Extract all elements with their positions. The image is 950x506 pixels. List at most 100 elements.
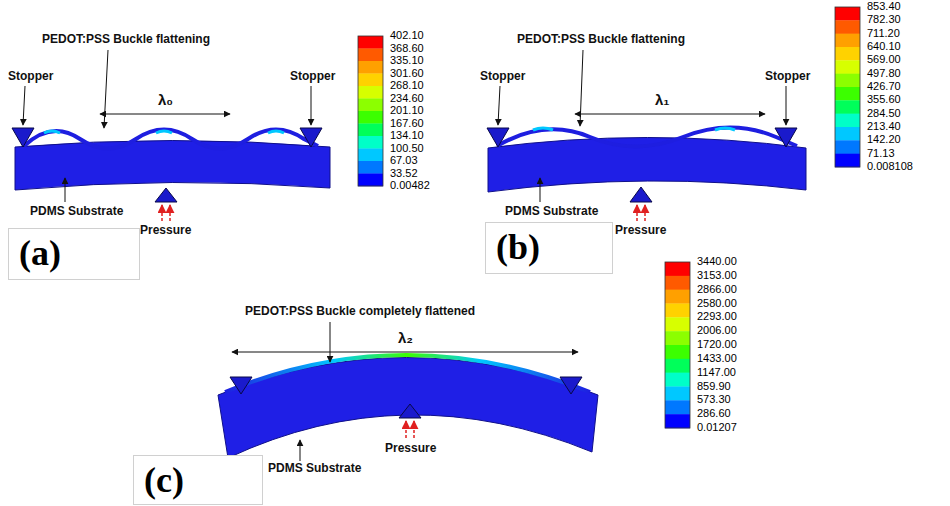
stopper-symbol (487, 128, 509, 147)
part-label: Stopper (765, 70, 810, 83)
wavelength-arrow (575, 114, 765, 115)
scale-band (665, 414, 690, 428)
scale-band (358, 161, 383, 174)
scale-value: 71.13 (867, 147, 895, 159)
scale-band (665, 359, 690, 373)
stopper-symbol (560, 377, 582, 394)
scale-frame (358, 36, 383, 186)
scale-value: 2866.00 (697, 283, 737, 295)
scale-band (358, 49, 383, 62)
scale-band (358, 124, 383, 137)
pressure-arrow (413, 421, 415, 438)
scale-band (665, 304, 690, 318)
film-stress (44, 131, 284, 133)
leader-line (65, 178, 66, 202)
scale-value: 569.00 (867, 53, 901, 65)
scale-value: 2580.00 (697, 297, 737, 309)
scale-band (665, 387, 690, 401)
part-label: Pressure (385, 442, 436, 455)
part-label: Pressure (615, 224, 666, 237)
scale-band (665, 345, 690, 359)
scale-band (835, 20, 860, 34)
scale-value: 142.20 (867, 133, 901, 145)
panel-c (218, 262, 690, 461)
pdms-substrate (15, 141, 330, 191)
scale-band (835, 100, 860, 114)
scale-value: 497.80 (867, 67, 901, 79)
scale-value: 426.70 (867, 80, 901, 92)
scale-value: 640.10 (867, 40, 901, 52)
scale-band (835, 114, 860, 128)
scale-band (835, 74, 860, 88)
panel-a (12, 36, 383, 221)
panel-letter: (b) (486, 223, 612, 271)
scale-band (358, 86, 383, 99)
pressure-support (630, 187, 652, 202)
pressure-support (155, 188, 177, 202)
stopper-symbol (230, 377, 252, 394)
scale-frame (665, 262, 690, 428)
scale-band (835, 60, 860, 74)
pressure-arrow (169, 205, 171, 221)
color-scale (665, 262, 690, 428)
part-label: PDMS Substrate (268, 462, 361, 475)
pressure-arrow (405, 421, 407, 438)
scale-band (835, 87, 860, 101)
leader-line (330, 322, 331, 362)
scale-band (835, 154, 860, 168)
scale-value: 33.52 (390, 167, 418, 179)
scale-value: 134.10 (390, 129, 424, 141)
scale-band (358, 136, 383, 149)
scale-value: 1720.00 (697, 338, 737, 350)
leader-line (104, 50, 108, 128)
part-label: PEDOT:PSS Buckle completely flattened (245, 305, 475, 318)
leader-line (23, 86, 25, 125)
part-label: Stopper (480, 70, 525, 83)
part-label: λ₁ (655, 92, 670, 109)
scale-band (358, 111, 383, 124)
scale-value: 0.00482 (390, 179, 430, 191)
scale-band (835, 47, 860, 61)
film-stress (533, 128, 735, 130)
wavelength-arrow (100, 114, 230, 115)
scale-value: 100.50 (390, 142, 424, 154)
scale-value: 573.30 (697, 393, 731, 405)
scale-band (835, 127, 860, 141)
scale-value: 859.90 (697, 380, 731, 392)
scale-value: 402.10 (390, 29, 424, 41)
scale-band (665, 331, 690, 345)
scale-band (358, 99, 383, 112)
scale-band (665, 400, 690, 414)
panel-label-box: (b) (485, 222, 613, 274)
scale-value: 0.01207 (697, 421, 737, 433)
pressure-arrow (636, 205, 638, 221)
part-label: λ₂ (398, 330, 413, 347)
scale-value: 3440.00 (697, 255, 737, 267)
pressure-support (399, 404, 421, 418)
part-label: PEDOT:PSS Buckle flattening (517, 33, 685, 46)
scale-value: 3153.00 (697, 269, 737, 281)
scale-band (835, 140, 860, 154)
scale-band (358, 149, 383, 162)
stopper-symbol (300, 128, 322, 147)
leader-line (498, 86, 500, 125)
part-label: Stopper (8, 70, 53, 83)
scale-band (835, 34, 860, 48)
scale-value: 2006.00 (697, 324, 737, 336)
panel-label-box: (a) (8, 228, 140, 280)
panel-b (487, 7, 860, 221)
scale-value: 853.40 (867, 0, 901, 12)
stopper-symbol (775, 128, 797, 147)
scale-value: 234.60 (390, 92, 424, 104)
scale-value: 782.30 (867, 13, 901, 25)
panel-letter: (a) (9, 229, 139, 277)
pressure-arrow (644, 205, 646, 221)
panel-letter: (c) (134, 456, 262, 504)
scale-value: 201.10 (390, 104, 424, 116)
scale-value: 268.10 (390, 79, 424, 91)
scale-value: 1433.00 (697, 352, 737, 364)
scale-band (835, 7, 860, 21)
scale-value: 213.40 (867, 120, 901, 132)
leader-line (580, 50, 583, 126)
scale-value: 67.03 (390, 154, 418, 166)
